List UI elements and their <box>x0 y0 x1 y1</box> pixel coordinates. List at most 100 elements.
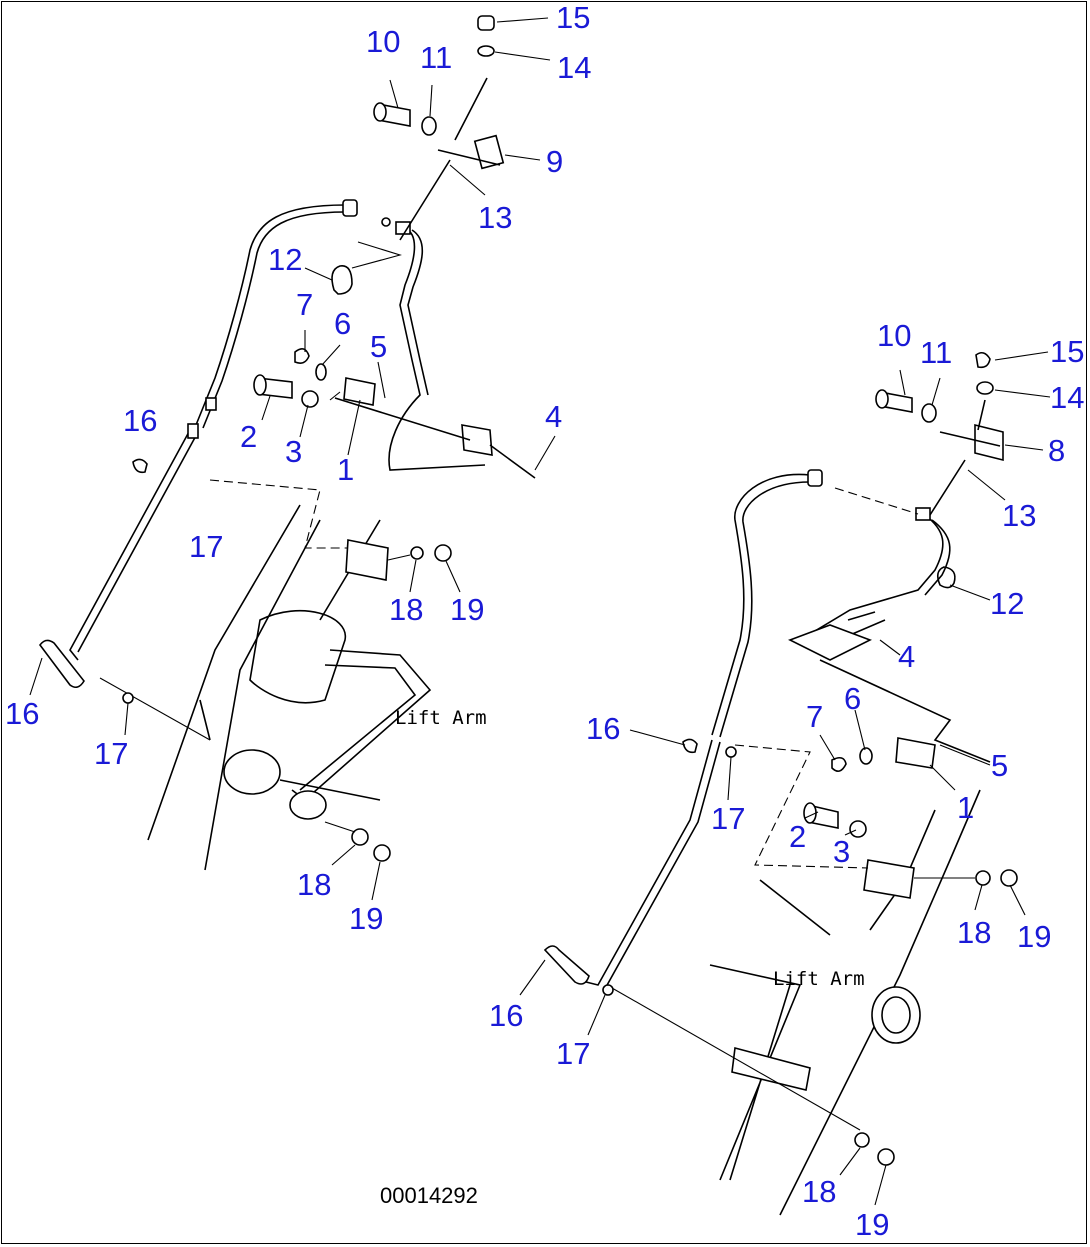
left-boom-cylinder <box>249 609 346 704</box>
left-washer-6 <box>315 363 327 381</box>
right-callout-18b: 18 <box>802 1174 836 1209</box>
right-callout-3: 3 <box>833 834 850 869</box>
right-lower-bracket <box>731 1046 811 1091</box>
right-callout-11: 11 <box>920 335 952 370</box>
left-callouts: 15 14 10 11 9 13 12 7 6 5 4 16 2 3 1 17 … <box>5 0 591 936</box>
right-callout-15: 15 <box>1050 334 1084 369</box>
left-callout-16a: 16 <box>123 403 157 438</box>
right-callout-12: 12 <box>990 586 1024 621</box>
left-washer-11 <box>421 116 437 136</box>
left-callout-18a: 18 <box>389 592 423 627</box>
right-assembly <box>543 351 1018 1216</box>
right-callout-18a: 18 <box>957 915 991 950</box>
left-callout-12: 12 <box>268 242 302 277</box>
left-callout-4: 4 <box>545 399 562 434</box>
left-clamp-1 <box>343 377 376 406</box>
right-callout-8: 8 <box>1048 433 1065 468</box>
right-callout-13: 13 <box>1002 498 1036 533</box>
left-pin-boss <box>223 749 281 795</box>
right-washer-18b <box>854 1132 870 1148</box>
left-callout-17b: 17 <box>94 736 128 771</box>
left-tube <box>69 429 191 661</box>
left-callout-10: 10 <box>366 24 400 59</box>
left-plate-bracket <box>345 539 389 581</box>
left-lower-elbow <box>38 639 85 689</box>
right-steel-pipe <box>798 514 944 651</box>
right-callout-19a: 19 <box>1017 919 1051 954</box>
left-nut-19b <box>373 844 391 862</box>
right-callout-14: 14 <box>1050 380 1084 415</box>
left-washer-18b <box>351 828 369 846</box>
left-connector <box>461 424 493 456</box>
right-plate-bracket <box>863 859 915 899</box>
right-callout-7: 7 <box>806 699 823 734</box>
left-nut-7 <box>294 348 310 364</box>
left-assembly <box>38 15 536 871</box>
right-washer-18a <box>975 870 991 886</box>
right-callout-1: 1 <box>957 790 974 825</box>
right-nut-19a <box>1000 869 1018 887</box>
right-callout-16a: 16 <box>586 711 620 746</box>
right-callout-17a: 17 <box>711 801 745 836</box>
right-callout-19b: 19 <box>855 1207 889 1242</box>
left-callout-14: 14 <box>557 50 591 85</box>
left-nut-19a <box>434 544 452 562</box>
leader-lines <box>29 17 1051 1206</box>
right-pipe-bend <box>788 624 872 661</box>
right-washer-14 <box>976 381 994 395</box>
right-nut-15 <box>975 351 991 369</box>
left-washer-3 <box>301 390 319 408</box>
left-hose <box>195 204 346 426</box>
left-callout-15: 15 <box>556 0 590 35</box>
right-nut-19b <box>877 1148 895 1166</box>
right-callouts: 10 11 15 14 8 13 12 4 7 6 16 5 17 1 2 3 … <box>489 318 1084 1242</box>
left-lift-arm-edge-1 <box>147 504 301 841</box>
left-callout-1: 1 <box>337 452 354 487</box>
left-clip-12 <box>331 265 353 295</box>
left-callout-9: 9 <box>546 144 563 179</box>
left-washer-14 <box>477 45 495 57</box>
right-clip-12 <box>936 566 956 589</box>
right-callout-5: 5 <box>991 748 1008 783</box>
left-lift-arm-label: Lift Arm <box>395 707 487 729</box>
left-callout-16b: 16 <box>5 696 39 731</box>
left-callout-5: 5 <box>370 329 387 364</box>
right-callout-4: 4 <box>898 639 915 674</box>
left-callout-13: 13 <box>478 200 512 235</box>
right-tube <box>577 739 713 986</box>
left-callout-18b: 18 <box>297 867 331 902</box>
left-callout-6: 6 <box>334 306 351 341</box>
left-clip-16 <box>132 458 148 474</box>
right-callout-6: 6 <box>844 681 861 716</box>
left-callout-7: 7 <box>296 287 313 322</box>
right-washer-6 <box>859 747 873 765</box>
right-clamp-1 <box>895 737 936 769</box>
right-callout-10: 10 <box>877 318 911 353</box>
right-washer-11 <box>921 403 937 423</box>
left-callout-19b: 19 <box>349 901 383 936</box>
right-nut-7 <box>831 756 847 772</box>
left-bracket-9 <box>473 134 505 170</box>
left-callout-11: 11 <box>420 40 452 75</box>
drawing-code: 00014292 <box>380 1183 478 1208</box>
left-callout-19a: 19 <box>450 592 484 627</box>
left-callout-17a: 17 <box>189 529 223 564</box>
left-washer-18a <box>410 546 424 560</box>
right-callout-2: 2 <box>789 819 806 854</box>
right-bracket-8 <box>974 423 1004 462</box>
right-callout-16b: 16 <box>489 998 523 1033</box>
right-clip-16 <box>682 738 698 754</box>
left-nut-15 <box>477 15 495 31</box>
left-hose-fitting <box>342 199 358 217</box>
left-steel-pipe <box>388 227 486 471</box>
right-hose <box>711 473 811 736</box>
left-callout-3: 3 <box>285 434 302 469</box>
right-lift-arm-label: Lift Arm <box>773 968 865 990</box>
left-callout-2: 2 <box>240 419 257 454</box>
right-callout-17b: 17 <box>556 1036 590 1071</box>
right-lower-elbow <box>543 945 590 985</box>
right-washer-3 <box>849 820 867 838</box>
